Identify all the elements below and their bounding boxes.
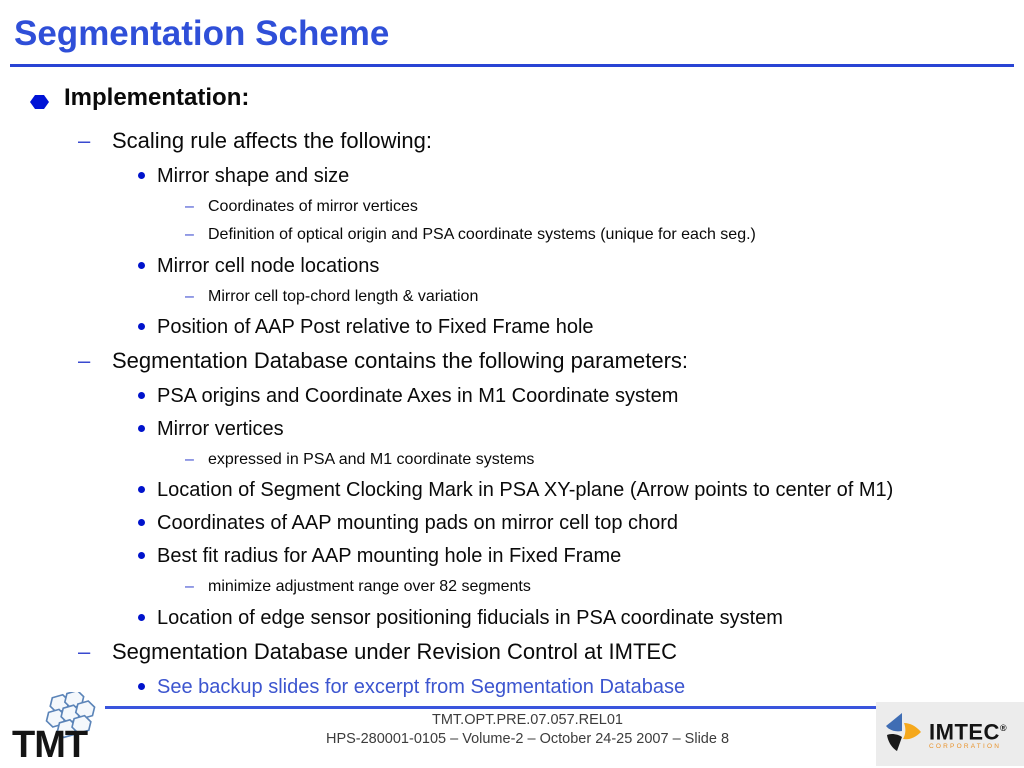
list-item: Best fit radius for AAP mounting hole in…	[138, 544, 1024, 568]
bullet-text: Implementation:	[64, 84, 250, 111]
dot-bullet-icon	[138, 486, 145, 494]
list-item: Implementation:	[30, 84, 1024, 118]
bullet-text: Segmentation Database contains the follo…	[112, 347, 689, 373]
imtec-subtitle: CORPORATION	[929, 743, 1002, 751]
bullet-text: minimize adjustment range over 82 segmen…	[208, 578, 531, 596]
list-item: Coordinates of AAP mounting pads on mirr…	[138, 511, 1024, 535]
dot-bullet-icon	[138, 322, 145, 330]
bullet-text: Mirror shape and size	[157, 165, 350, 188]
list-item: – minimize adjustment range over 82 segm…	[185, 577, 1024, 596]
bullet-text: Coordinates of AAP mounting pads on mirr…	[157, 512, 679, 535]
dash-bullet-icon: –	[185, 578, 194, 596]
dash-bullet-icon: –	[185, 198, 194, 216]
list-item: PSA origins and Coordinate Axes in M1 Co…	[138, 384, 1024, 408]
bullet-text: Definition of optical origin and PSA coo…	[208, 226, 756, 244]
list-item: – Mirror cell top-chord length & variati…	[185, 287, 1024, 306]
dash-bullet-icon: –	[185, 287, 194, 305]
bullet-text: Location of edge sensor positioning fidu…	[157, 606, 783, 629]
bullet-text: expressed in PSA and M1 coordinate syste…	[208, 451, 535, 469]
dot-bullet-icon	[138, 519, 145, 527]
imtec-name: IMTEC	[929, 719, 1000, 745]
bullet-text: Scaling rule affects the following:	[112, 127, 432, 153]
dot-bullet-icon	[138, 172, 145, 180]
bullet-text: Mirror vertices	[157, 418, 284, 441]
list-item: Location of edge sensor positioning fidu…	[138, 606, 1024, 630]
list-item: Mirror cell node locations	[138, 254, 1024, 278]
tmt-logo-text: TMT	[12, 724, 88, 766]
bullet-text: Coordinates of mirror vertices	[208, 198, 418, 216]
bullet-text: Location of Segment Clocking Mark in PSA…	[157, 479, 894, 502]
title-underline	[10, 64, 1014, 67]
list-item: – expressed in PSA and M1 coordinate sys…	[185, 450, 1024, 469]
list-item: Mirror shape and size	[138, 164, 1024, 188]
dot-bullet-icon	[138, 425, 145, 433]
list-item: – Segmentation Database under Revision C…	[78, 639, 1024, 665]
hexagon-bullet-icon	[30, 89, 49, 118]
footer-divider	[105, 706, 950, 709]
dash-bullet-icon: –	[78, 638, 91, 664]
tmt-logo: TMT	[10, 688, 130, 768]
imtec-logo-text: IMTEC® CORPORATION	[929, 718, 1008, 751]
dot-bullet-icon	[138, 552, 145, 560]
bullet-text: Best fit radius for AAP mounting hole in…	[157, 545, 622, 568]
footer: TMT.OPT.PRE.07.057.REL01 HPS-280001-0105…	[105, 711, 950, 749]
dash-bullet-icon: –	[78, 347, 91, 373]
document-number: TMT.OPT.PRE.07.057.REL01	[432, 712, 623, 728]
list-item: – Segmentation Database contains the fol…	[78, 348, 1024, 374]
list-item: Location of Segment Clocking Mark in PSA…	[138, 478, 1024, 502]
list-item: – Definition of optical origin and PSA c…	[185, 225, 1024, 244]
bullet-text: Mirror cell top-chord length & variation	[208, 287, 479, 305]
imtec-logo: IMTEC® CORPORATION	[876, 702, 1024, 766]
dash-bullet-icon: –	[185, 226, 194, 244]
bullet-text: Mirror cell node locations	[157, 254, 380, 277]
dot-bullet-icon	[138, 613, 145, 621]
list-item: Mirror vertices	[138, 417, 1024, 441]
dot-bullet-icon	[138, 261, 145, 269]
bullet-text: Segmentation Database under Revision Con…	[112, 638, 677, 664]
imtec-registered-mark: ®	[999, 722, 1008, 733]
list-item: Position of AAP Post relative to Fixed F…	[138, 315, 1024, 339]
bullet-text: Position of AAP Post relative to Fixed F…	[157, 315, 594, 338]
imtec-pinwheel-icon	[882, 711, 924, 758]
dot-bullet-icon	[138, 682, 145, 690]
list-item: – Coordinates of mirror vertices	[185, 197, 1024, 216]
list-item: See backup slides for excerpt from Segme…	[138, 675, 1024, 699]
dash-bullet-icon: –	[78, 127, 91, 153]
bullet-text: PSA origins and Coordinate Axes in M1 Co…	[157, 385, 679, 408]
dash-bullet-icon: –	[185, 451, 194, 469]
backup-slides-link[interactable]: See backup slides for excerpt from Segme…	[157, 675, 686, 698]
dot-bullet-icon	[138, 392, 145, 400]
page-title: Segmentation Scheme	[14, 14, 390, 53]
list-item: – Scaling rule affects the following:	[78, 128, 1024, 154]
document-info-line: HPS-280001-0105 – Volume-2 – October 24-…	[325, 731, 730, 747]
bullet-list: Implementation: – Scaling rule affects t…	[0, 84, 1024, 708]
